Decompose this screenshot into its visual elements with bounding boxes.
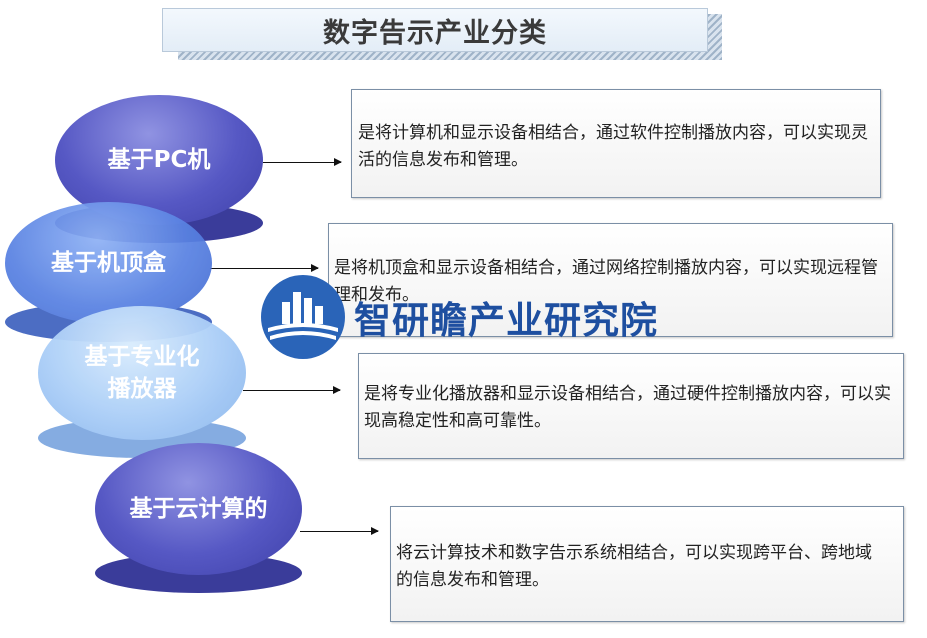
description-text-pc: 是将计算机和显示设备相结合，通过软件控制播放内容，可以实现灵活的信息发布和管理。 (358, 123, 868, 170)
description-box-settop: 是将机顶盒和显示设备相结合，通过网络控制播放内容，可以实现远程管理和发布。 (328, 223, 893, 337)
description-box-pc: 是将计算机和显示设备相结合，通过软件控制播放内容，可以实现灵活的信息发布和管理。 (351, 89, 881, 198)
watermark: 智研瞻产业研究院 (260, 274, 658, 360)
arrow-pc (263, 158, 342, 166)
category-disc-player: 基于专业化播放器 (38, 306, 246, 458)
arrow-settop (210, 264, 319, 272)
description-box-cloud: 将云计算技术和数字告示系统相结合，可以实现跨平台、跨地域的信息发布和管理。 (390, 506, 904, 622)
arrow-player (243, 386, 341, 394)
category-disc-cloud: 基于云计算的 (95, 443, 302, 593)
description-text-settop: 是将机顶盒和显示设备相结合，通过网络控制播放内容，可以实现远程管理和发布。 (334, 258, 878, 305)
arrow-cloud (300, 527, 379, 535)
description-text-cloud: 将云计算技术和数字告示系统相结合，可以实现跨平台、跨地域的信息发布和管理。 (396, 543, 872, 590)
category-label-player: 基于专业化播放器 (84, 344, 200, 402)
category-label-cloud: 基于云计算的 (129, 496, 268, 522)
description-text-player: 是将专业化播放器和显示设备相结合，通过硬件控制播放内容，可以实现高稳定性和高可靠… (364, 384, 891, 431)
category-label-pc: 基于PC机 (107, 147, 211, 173)
category-label-settop: 基于机顶盒 (51, 250, 166, 276)
diagram-title: 数字告示产业分类 (162, 8, 708, 52)
watermark-text: 智研瞻产业研究院 (354, 299, 658, 342)
building-logo-icon (261, 275, 345, 359)
description-box-player: 是将专业化播放器和显示设备相结合，通过硬件控制播放内容，可以实现高稳定性和高可靠… (358, 353, 904, 459)
